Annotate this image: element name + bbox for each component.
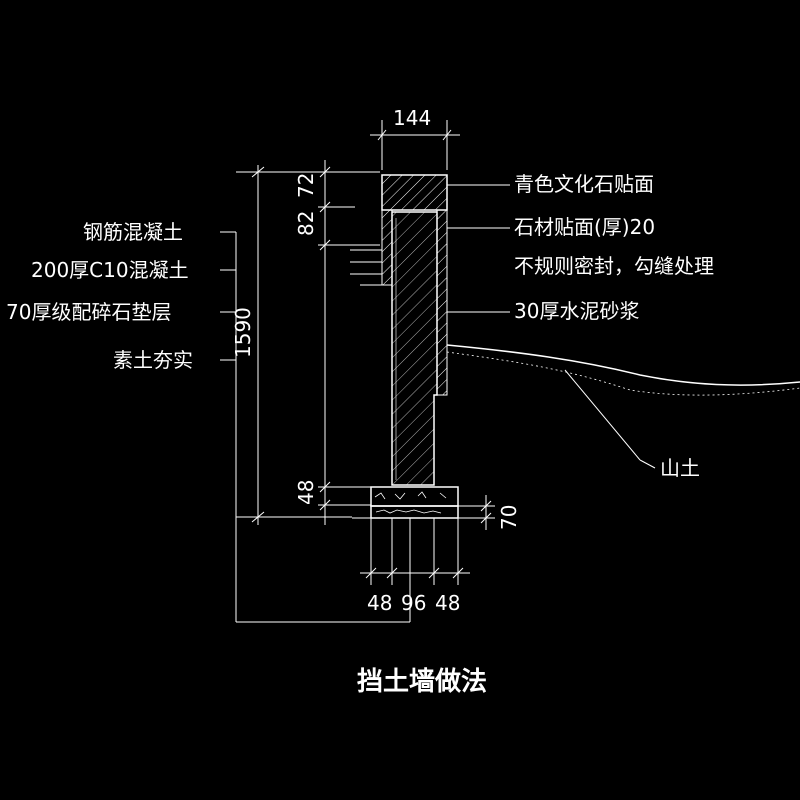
concrete-wall — [391, 211, 438, 486]
label-rc: 钢筋混凝土 — [83, 220, 183, 244]
mountain-soil-slope — [446, 344, 800, 469]
label-stone-facing: 石材贴面(厚)20 — [514, 215, 656, 239]
label-top-stone: 青色文化石贴面 — [514, 172, 654, 196]
dim-text-bottom-96: 96 — [401, 591, 427, 615]
dim-text-72: 72 — [294, 172, 318, 198]
dim-70 — [458, 495, 495, 530]
label-c10: 200厚C10混凝土 — [31, 258, 189, 282]
drawing-title: 挡土墙做法 — [357, 667, 488, 697]
dim-bottom — [360, 518, 470, 585]
dim-text-82: 82 — [294, 210, 318, 236]
dim-text-48: 48 — [294, 479, 318, 505]
dim-text-144: 144 — [393, 106, 432, 130]
footing — [352, 486, 470, 519]
dim-text-bottom-48b: 48 — [435, 591, 461, 615]
dim-small-verticals — [318, 160, 380, 525]
leader-lines-right — [447, 184, 510, 313]
label-mortar: 30厚水泥砂浆 — [514, 299, 640, 323]
facing-ticks — [350, 249, 382, 286]
leader-lines-left — [220, 231, 411, 623]
dim-top-width — [370, 120, 460, 170]
label-seal-joint: 不规则密封，勾缝处理 — [514, 254, 714, 278]
dim-text-70: 70 — [497, 504, 521, 530]
label-mountain-soil: 山土 — [660, 456, 700, 480]
label-compact: 素土夯实 — [113, 348, 193, 372]
dim-text-1590: 1590 — [231, 307, 255, 358]
dim-text-bottom-48a: 48 — [367, 591, 393, 615]
label-gravel: 70厚级配碎石垫层 — [6, 300, 172, 324]
dim-1590 — [236, 165, 380, 525]
